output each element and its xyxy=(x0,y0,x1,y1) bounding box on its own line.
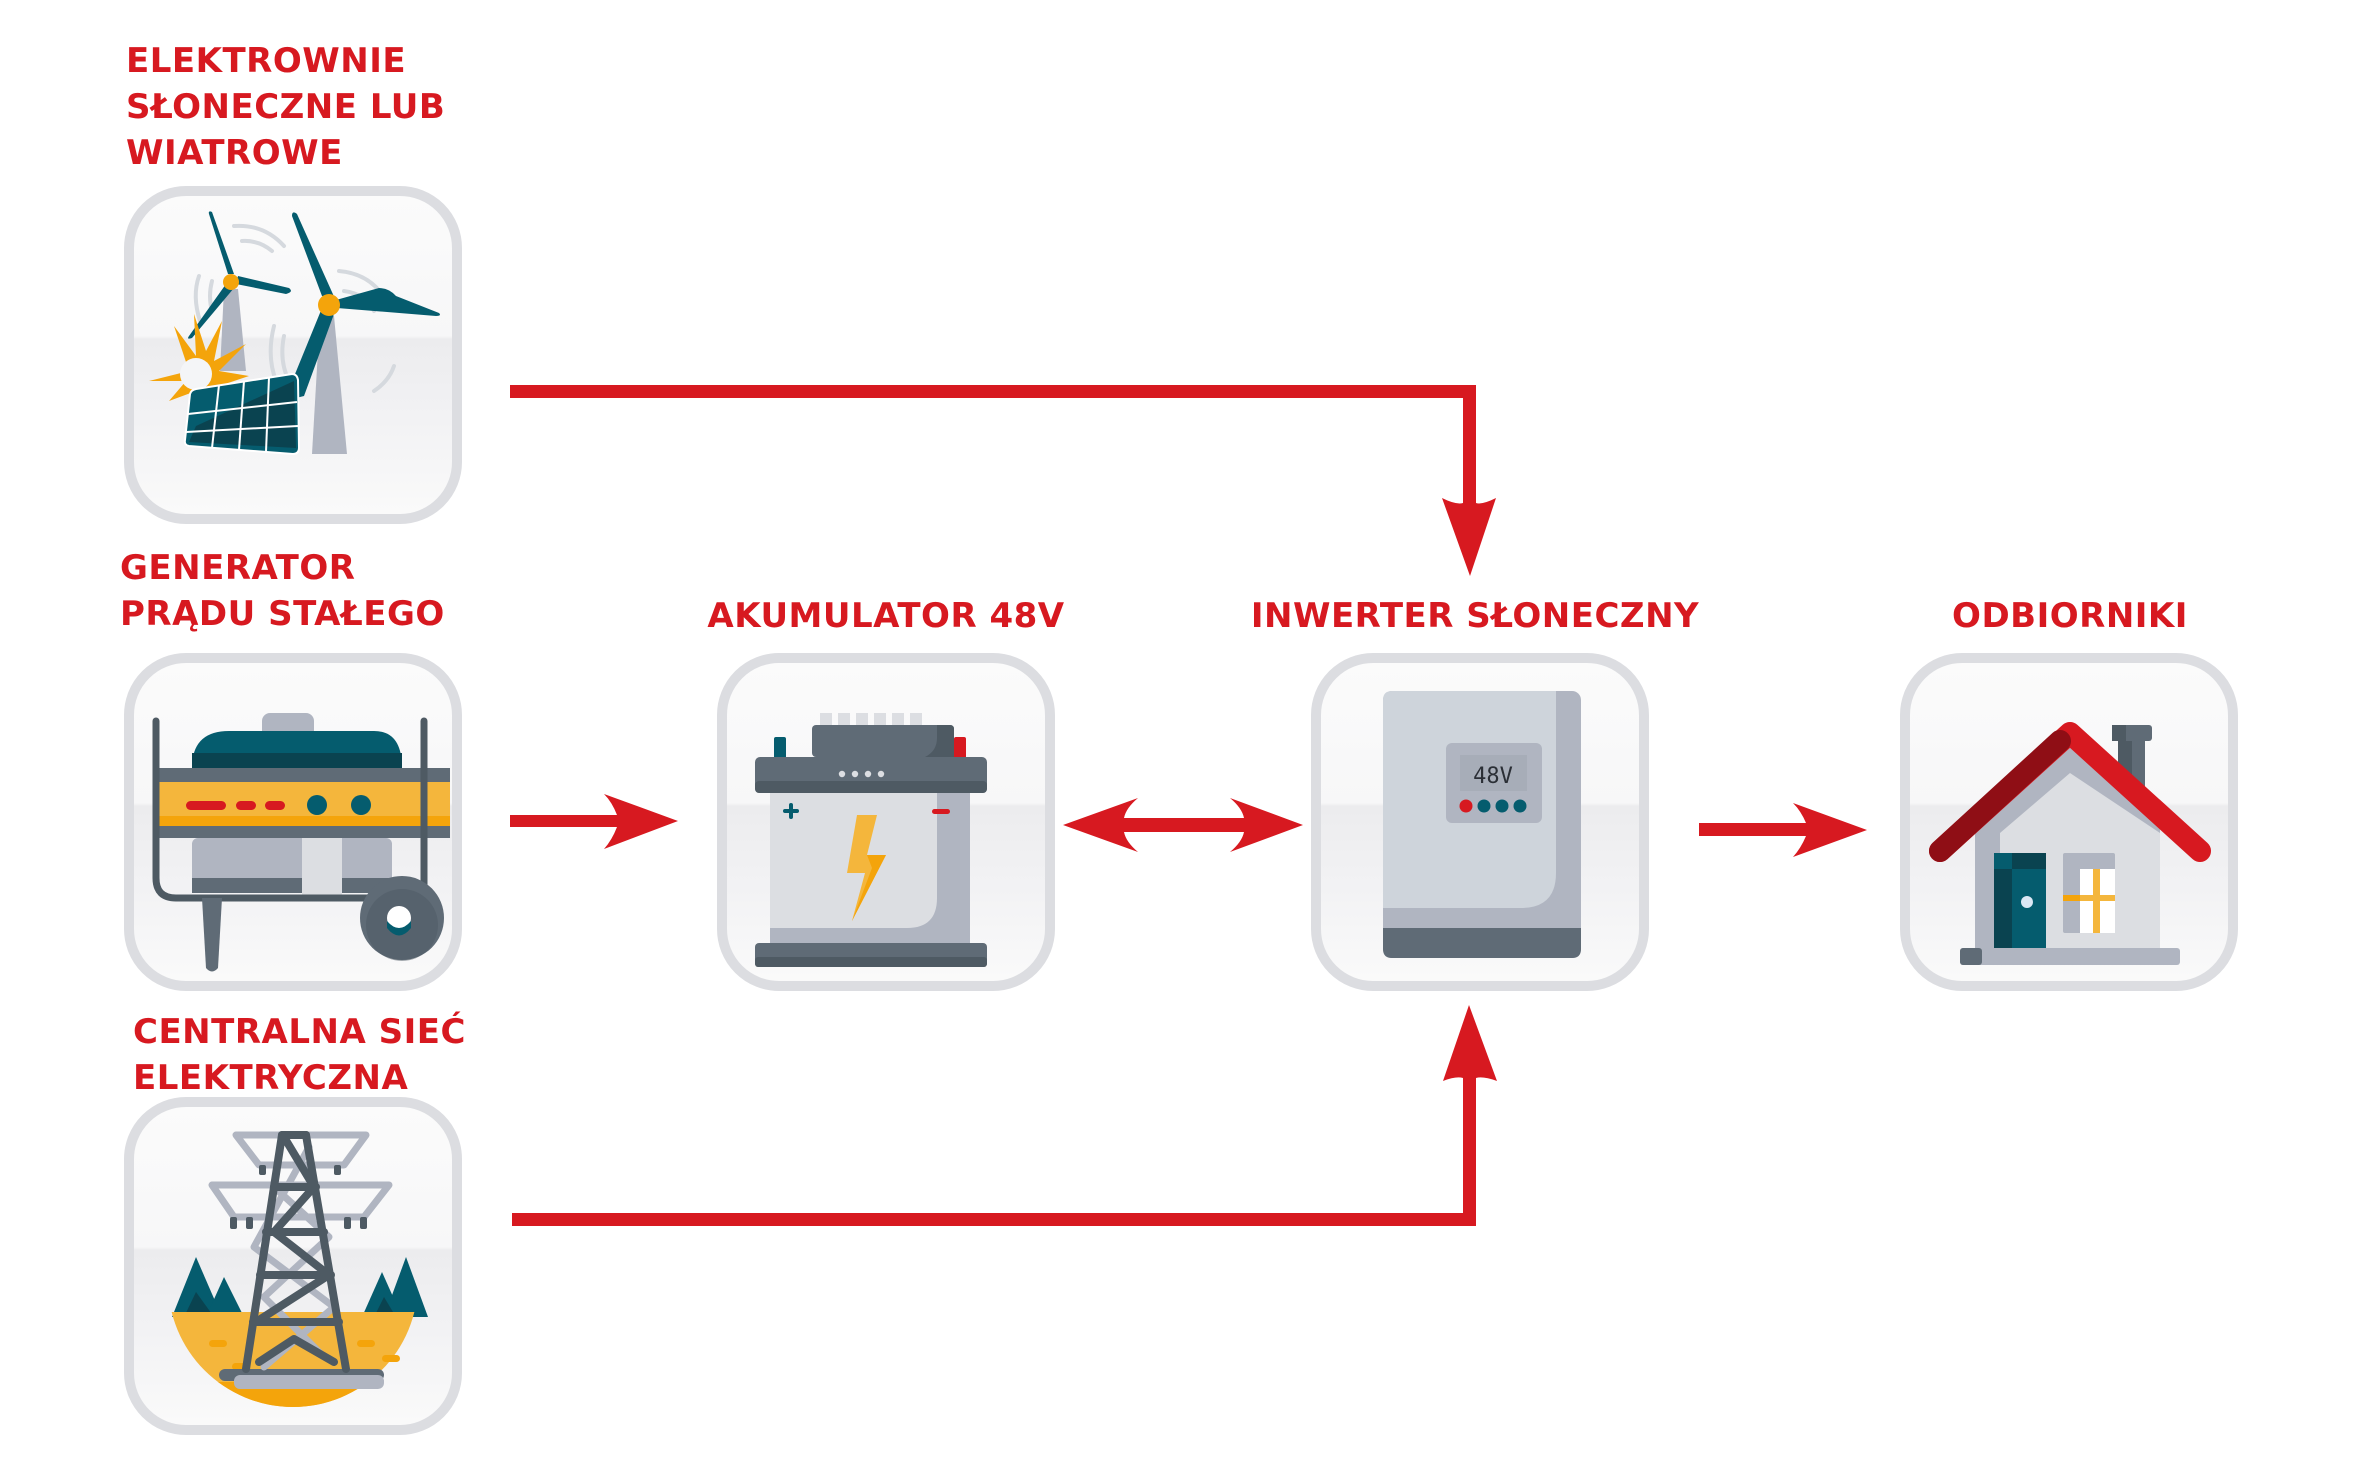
generator-label-line: PRĄDU STAŁEGO xyxy=(120,594,445,634)
generator-label-line: GENERATOR xyxy=(120,548,356,588)
generator-node xyxy=(124,653,462,991)
battery-icon xyxy=(755,713,987,967)
grid-node xyxy=(124,1097,462,1435)
arrow-renewables-to-inverter xyxy=(510,385,1496,576)
generator-icon xyxy=(152,713,450,972)
renewables-label-line: SŁONECZNE LUB xyxy=(126,87,446,127)
renewables-node xyxy=(124,186,462,524)
loads-label: ODBIORNIKI xyxy=(1952,596,2188,636)
battery-node xyxy=(717,653,1055,991)
arrow-battery-inverter-bidirectional xyxy=(1063,798,1303,852)
generator-label: GENERATOR PRĄDU STAŁEGO xyxy=(120,545,445,637)
inverter-label: INWERTER SŁONECZNY xyxy=(1250,596,1700,636)
battery-label: AKUMULATOR 48V xyxy=(707,596,1065,636)
grid-label: CENTRALNA SIEĆ ELEKTRYCZNA xyxy=(133,1009,466,1101)
wind-solar-icon xyxy=(149,211,440,456)
inverter-node: 48V xyxy=(1311,653,1649,991)
inverter-icon: 48V xyxy=(1383,691,1581,958)
grid-label-line: ELEKTRYCZNA xyxy=(133,1058,409,1098)
power-tower-icon xyxy=(168,1131,428,1407)
loads-node xyxy=(1900,653,2238,991)
arrow-generator-to-battery xyxy=(510,794,678,849)
house-icon xyxy=(1929,722,2211,965)
grid-label-line: CENTRALNA SIEĆ xyxy=(133,1012,466,1052)
renewables-label: ELEKTROWNIE SŁONECZNE LUB WIATROWE xyxy=(126,38,445,176)
renewables-label-line: ELEKTROWNIE xyxy=(126,41,407,81)
arrow-inverter-to-loads xyxy=(1699,803,1867,857)
arrow-grid-to-inverter xyxy=(512,1005,1497,1226)
renewables-label-line: WIATROWE xyxy=(126,133,343,173)
inverter-display-text: 48V xyxy=(1473,764,1513,789)
